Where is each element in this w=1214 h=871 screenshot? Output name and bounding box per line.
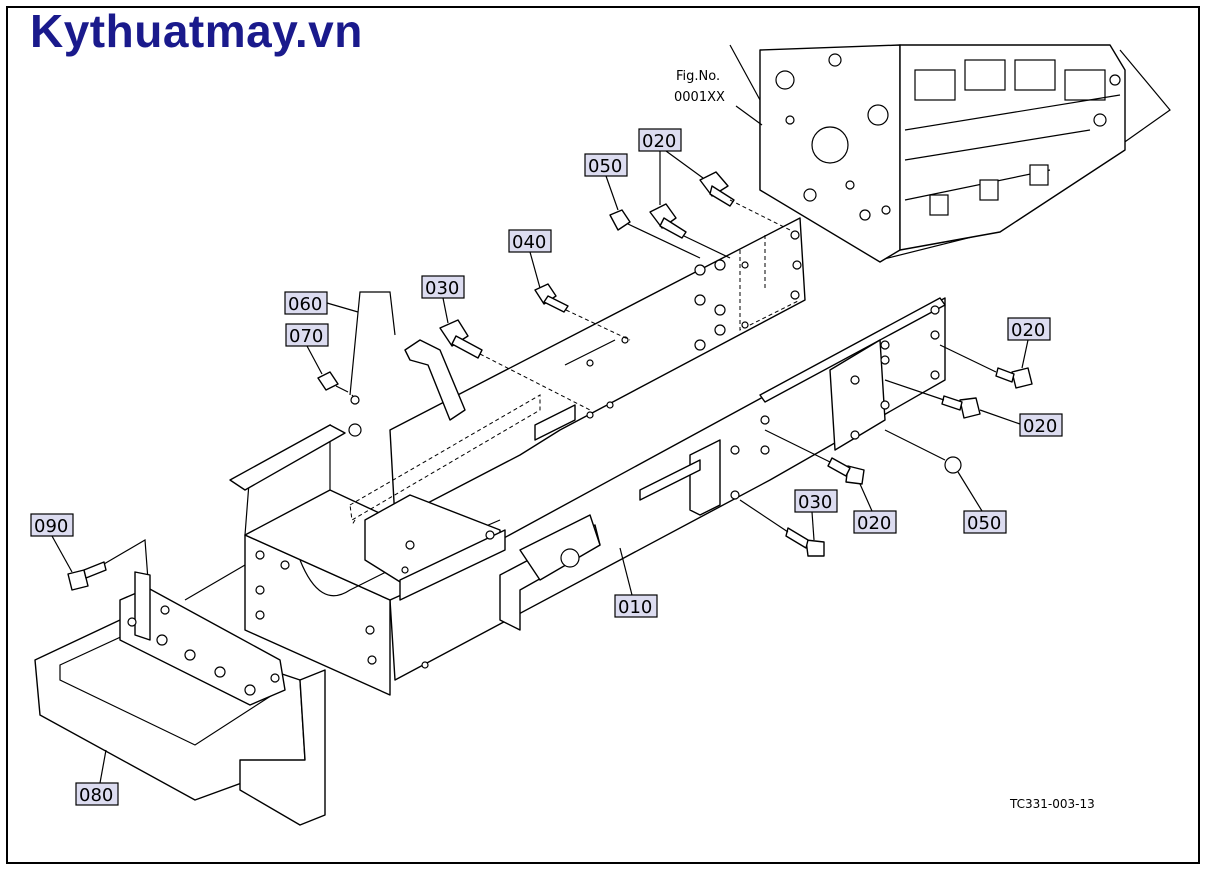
callout-030-lower: 030	[794, 489, 838, 541]
drawing-code: TC331-003-13	[1009, 797, 1095, 811]
figure-reference: Fig.No. 0001XX	[674, 69, 763, 126]
callout-030-upper: 030	[421, 275, 465, 324]
svg-text:040: 040	[512, 232, 546, 253]
pedal-bracket	[404, 339, 466, 421]
bolt-090	[67, 538, 149, 591]
nut-050-top	[609, 209, 701, 259]
svg-text:020: 020	[1023, 416, 1057, 437]
bolt-020-right-mid	[884, 379, 981, 419]
svg-text:030: 030	[425, 278, 459, 299]
svg-text:050: 050	[967, 513, 1001, 534]
svg-text:020: 020	[857, 513, 891, 534]
bolt-040	[534, 283, 631, 341]
drawing-frame	[6, 6, 1200, 864]
svg-text:020: 020	[1011, 320, 1045, 341]
nut-050-right	[884, 429, 962, 474]
callout-090: 090	[30, 513, 74, 573]
bolt-020-top-b	[649, 203, 731, 259]
callout-010: 010	[614, 547, 658, 618]
rod-060	[349, 291, 396, 405]
bolt-020-right-top	[939, 344, 1033, 389]
callout-060: 060	[284, 291, 359, 315]
callout-040: 040	[508, 229, 552, 289]
bolt-020-top-a	[699, 171, 791, 231]
svg-text:070: 070	[289, 326, 323, 347]
callout-070: 070	[285, 323, 329, 375]
svg-text:090: 090	[34, 516, 68, 537]
bolt-030-lower	[739, 499, 825, 557]
svg-text:080: 080	[79, 785, 113, 806]
callout-020-right-mid: 020	[979, 409, 1063, 437]
bolt-070	[317, 371, 349, 393]
engine-block	[729, 44, 1171, 263]
callout-050-right: 050	[957, 471, 1007, 534]
svg-text:010: 010	[618, 597, 652, 618]
step-080	[34, 564, 326, 826]
callout-020-bottom: 020	[853, 483, 897, 534]
callout-080: 080	[75, 749, 119, 806]
frame-assembly	[229, 217, 946, 696]
bolt-030-upper	[439, 319, 591, 411]
svg-text:020: 020	[642, 131, 676, 152]
svg-text:060: 060	[288, 294, 322, 315]
svg-text:050: 050	[588, 156, 622, 177]
site-watermark: Kythuatmay.vn	[30, 5, 363, 57]
bolt-020-bottom	[764, 429, 865, 485]
callout-020-top: 020	[638, 128, 704, 205]
callout-020-right-top: 020	[1007, 317, 1051, 369]
fig-label: Fig.No.	[676, 69, 720, 84]
fig-number: 0001XX	[674, 90, 725, 105]
callout-050-top: 050	[584, 153, 628, 211]
svg-text:030: 030	[798, 492, 832, 513]
